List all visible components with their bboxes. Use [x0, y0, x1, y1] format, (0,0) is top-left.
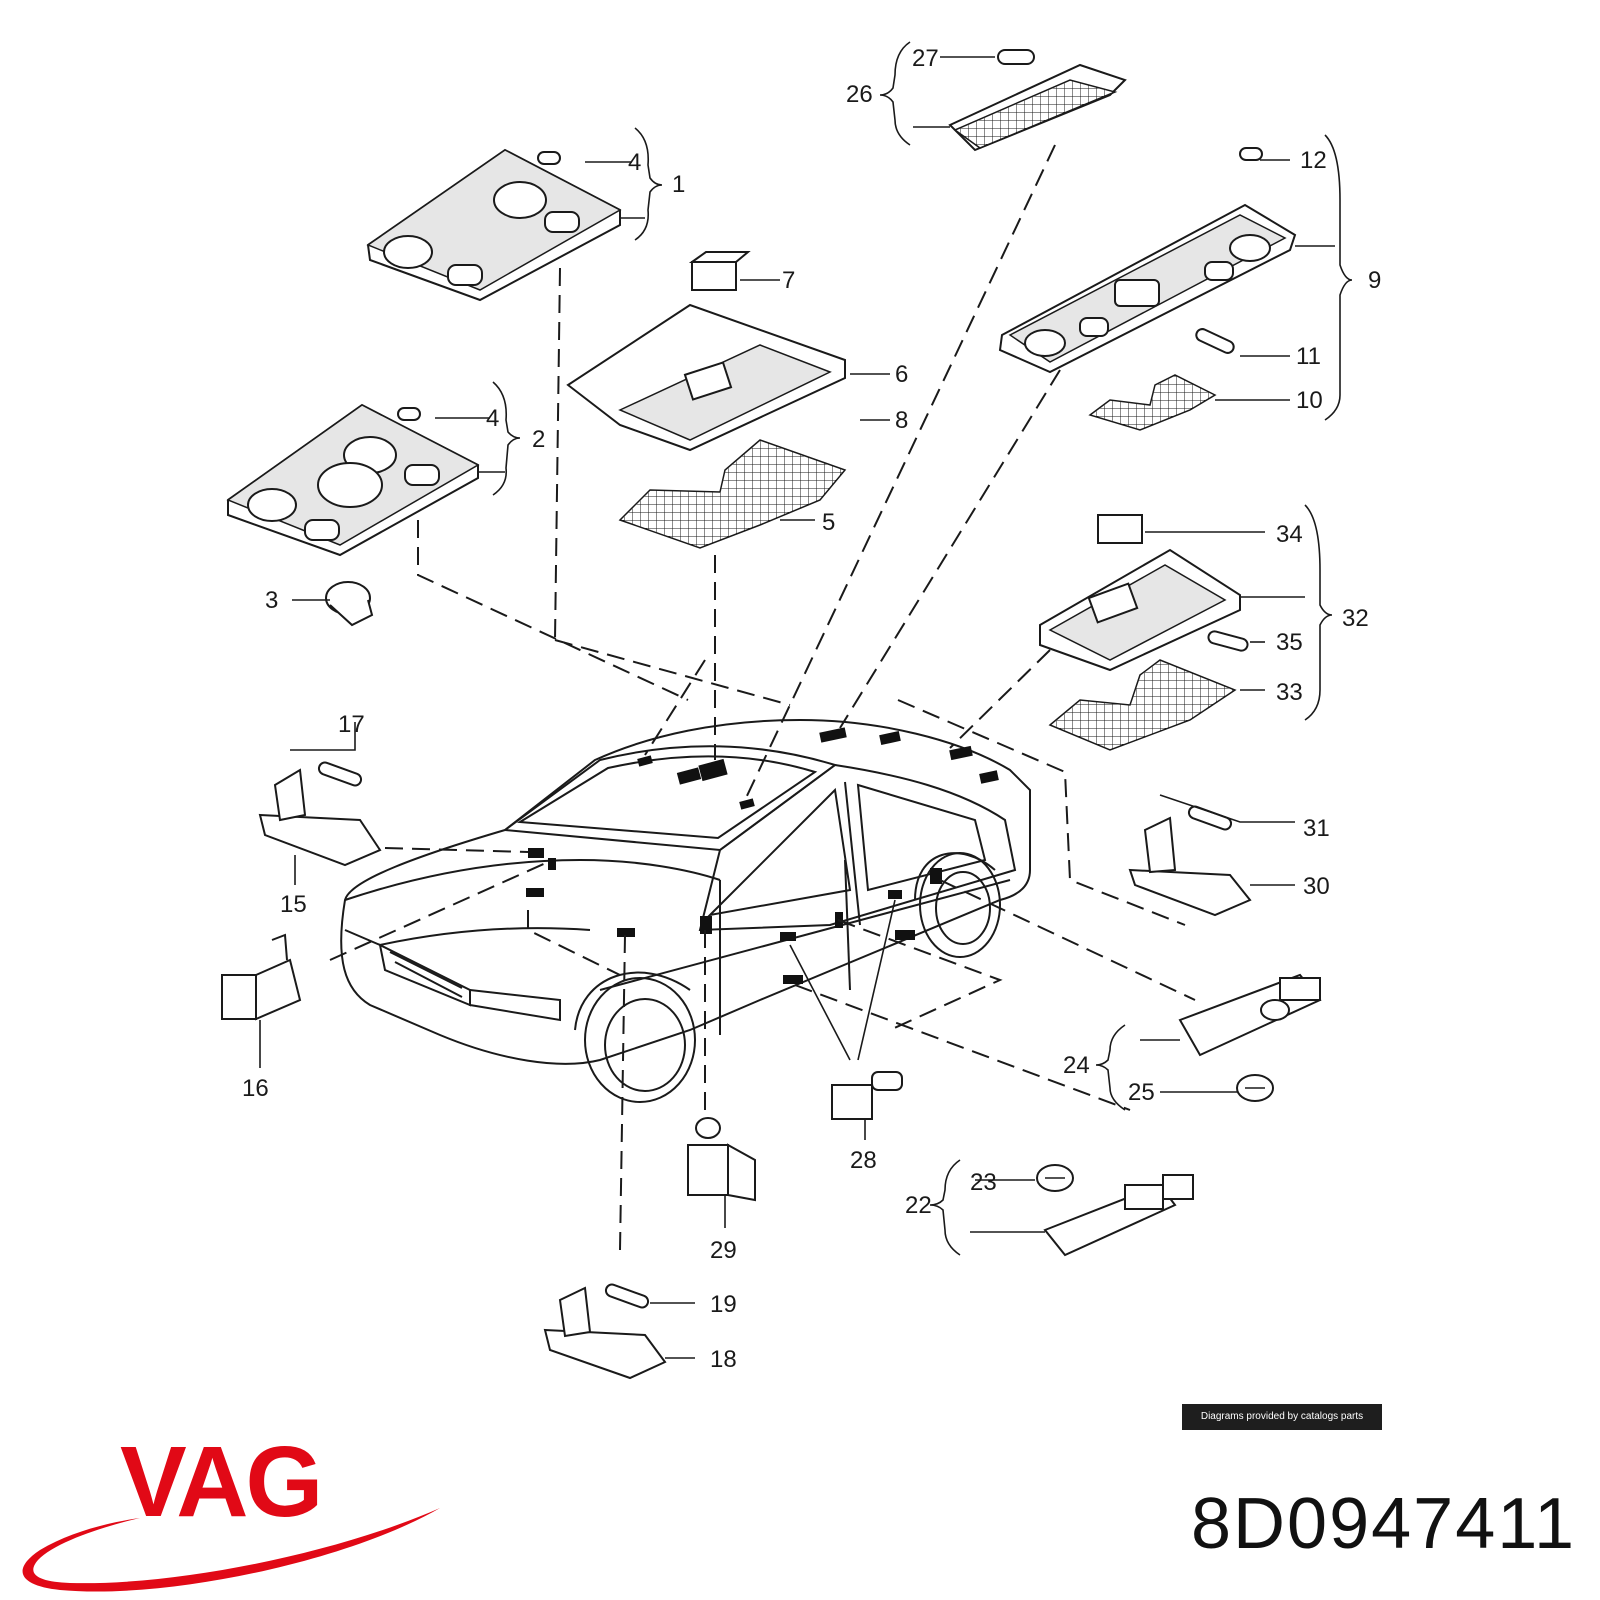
callout-11: 11	[1296, 343, 1321, 370]
part-23-bulb	[1036, 1164, 1074, 1192]
part-3-switch	[325, 581, 374, 627]
callout-12: 12	[1300, 147, 1327, 174]
callout-32: 32	[1342, 605, 1369, 632]
callout-4b: 4	[486, 405, 499, 432]
callout-25: 25	[1128, 1079, 1155, 1106]
location-marks	[526, 727, 999, 984]
car-body	[340, 718, 1031, 1103]
leader-lines	[259, 41, 1353, 1359]
callout-19: 19	[710, 1291, 737, 1318]
callout-18: 18	[710, 1346, 737, 1373]
callout-16: 16	[242, 1075, 269, 1102]
callout-1: 1	[672, 171, 685, 198]
part-1-console	[366, 148, 622, 302]
callout-7: 7	[782, 267, 795, 294]
callout-30: 30	[1303, 873, 1330, 900]
part-33-lens	[1048, 659, 1237, 751]
callout-24: 24	[1063, 1052, 1090, 1079]
callout-5: 5	[822, 509, 835, 536]
dashed-leaders	[329, 144, 1196, 1251]
callout-35: 35	[1276, 629, 1303, 656]
diagram-credit: Diagrams provided by catalogs parts	[1182, 1404, 1382, 1430]
callout-23: 23	[970, 1169, 997, 1196]
part-29-switch	[687, 1117, 756, 1202]
part-26-lamp	[948, 49, 1127, 152]
callout-6: 6	[895, 361, 908, 388]
part-6-housing	[566, 303, 846, 452]
callout-26: 26	[846, 81, 873, 108]
part-2-console	[226, 403, 480, 557]
callout-34: 34	[1276, 521, 1303, 548]
part-16-switch	[221, 933, 302, 1021]
callout-17: 17	[338, 711, 365, 738]
part-28-switch	[831, 1071, 903, 1120]
part-5-lens	[618, 439, 847, 549]
part-32-housing	[1039, 514, 1249, 672]
part-15-lamp	[258, 761, 382, 867]
callout-22: 22	[905, 1192, 932, 1219]
callout-8: 8	[895, 407, 908, 434]
callout-10: 10	[1296, 387, 1323, 414]
callout-29: 29	[710, 1237, 737, 1264]
callout-28: 28	[850, 1147, 877, 1174]
callout-2: 2	[532, 426, 545, 453]
part-30-lamp	[1128, 805, 1252, 917]
callout-4a: 4	[628, 149, 641, 176]
part-22-lamp	[1043, 1174, 1194, 1257]
callout-labels: 1 2 3 4 4 5 6 7 8 9 10 11 12 15 16 17 18…	[242, 45, 1381, 1373]
callout-3: 3	[265, 587, 278, 614]
part-9-console	[998, 147, 1297, 374]
part-7-bracket	[688, 251, 751, 291]
callout-31: 31	[1303, 815, 1330, 842]
callout-27: 27	[912, 45, 939, 72]
brand-logo-text: VAG	[120, 1426, 323, 1538]
part-number: 8D0947411	[1191, 1484, 1576, 1564]
part-10-lens	[1088, 374, 1217, 431]
brand-logo-swoosh	[22, 1508, 440, 1592]
part-18-lamp	[543, 1283, 667, 1380]
part-24-lamp	[1178, 973, 1322, 1057]
callout-33: 33	[1276, 679, 1303, 706]
callout-15: 15	[280, 891, 307, 918]
callout-9: 9	[1368, 267, 1381, 294]
part-25-bulb	[1236, 1074, 1274, 1102]
